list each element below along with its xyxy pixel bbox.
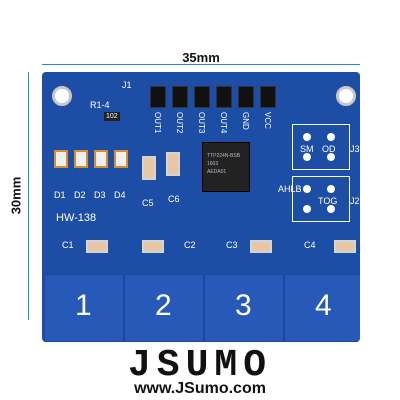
capacitor-c6 (166, 152, 180, 176)
jumper-j3-pad (327, 153, 335, 161)
width-dimension: 35mm (42, 50, 360, 70)
touch-pad-1: 1 (44, 274, 124, 342)
header-pin-1 (150, 86, 166, 108)
jumper-j2-ref: J2 (350, 196, 360, 206)
jumper-j3-label-sm: SM (300, 144, 314, 154)
capacitor-c5 (142, 156, 156, 180)
pin-label-out3: OUT3 (197, 112, 206, 134)
touch-pad-2-number: 2 (155, 289, 172, 322)
model-label: HW-138 (56, 212, 97, 224)
jumper-j3-label-od: OD (322, 144, 336, 154)
led-label-d3: D3 (94, 190, 106, 200)
mounting-hole-top-left (52, 86, 72, 106)
touch-pad-3-number: 3 (235, 289, 252, 322)
chip-marking-line3: AEDA01 (207, 169, 227, 175)
pin-label-out2: OUT2 (175, 112, 184, 134)
jumper-j3-pad (303, 133, 311, 141)
jumper-j3-ref: J3 (350, 144, 360, 154)
header-pin-6 (260, 86, 276, 108)
header-pin-2 (172, 86, 188, 108)
jumper-j2-pad (303, 185, 311, 193)
led-label-d2: D2 (74, 190, 86, 200)
chip-marking-line2: 1603 (207, 161, 219, 167)
cap-label-c5: C5 (142, 198, 154, 208)
header-ref-label: J1 (122, 80, 132, 90)
header-pin-3 (194, 86, 210, 108)
touch-pad-3: 3 (204, 274, 284, 342)
led-label-d4: D4 (114, 190, 126, 200)
mounting-hole-top-right (336, 86, 356, 106)
led-label-d1: D1 (54, 190, 66, 200)
capacitor-c2 (142, 240, 164, 253)
header-pin-4 (216, 86, 232, 108)
jumper-block-j3 (292, 124, 350, 170)
jumper-j2-label-ahlb: AHLB (278, 184, 302, 194)
led-d3 (94, 150, 108, 168)
cap-label-c3: C3 (226, 240, 238, 250)
touch-pad-4: 4 (284, 274, 360, 342)
height-dimension-label: 30mm (8, 176, 24, 215)
height-dimension: 30mm (8, 72, 38, 320)
chip-marking-line1: TTP224N-BSB (207, 153, 241, 159)
pin-label-vcc: VCC (263, 112, 272, 129)
jumper-j3-pad (303, 153, 311, 161)
capacitor-c1 (86, 240, 108, 253)
cap-label-c1: C1 (62, 240, 74, 250)
jumper-j2-pad (327, 205, 335, 213)
resistor-array: 102 (104, 112, 120, 121)
touch-controller-chip: TTP224N-BSB 1603 AEDA01 (202, 142, 250, 192)
width-dimension-line (42, 64, 360, 65)
led-d4 (114, 150, 128, 168)
width-dimension-label: 35mm (182, 50, 220, 65)
touch-pad-4-number: 4 (315, 289, 332, 322)
pin-label-gnd: GND (241, 112, 250, 130)
cap-label-c6: C6 (168, 194, 180, 204)
brand-logo: JSUMO (127, 344, 273, 387)
jumper-block-j2 (292, 176, 350, 222)
cap-label-c2: C2 (184, 240, 196, 250)
touch-pad-1-number: 1 (75, 289, 92, 322)
jumper-j2-pad (327, 185, 335, 193)
resistor-label: R1-4 (90, 100, 110, 110)
pin-label-out1: OUT1 (153, 112, 162, 134)
capacitor-c4 (334, 240, 356, 253)
height-dimension-line (28, 72, 29, 320)
led-d1 (54, 150, 68, 168)
jumper-j3-pad (327, 133, 335, 141)
cap-label-c4: C4 (304, 240, 316, 250)
brand-url: www.JSumo.com (134, 380, 266, 397)
jumper-j2-label-tog: TOG (318, 196, 338, 206)
led-d2 (74, 150, 88, 168)
touch-sensor-board: J1 OUT1 OUT2 OUT3 OUT4 GND VCC R1-4 102 … (42, 72, 360, 342)
jumper-j2-pad (303, 205, 311, 213)
touch-pad-2: 2 (124, 274, 204, 342)
pin-label-out4: OUT4 (219, 112, 228, 134)
capacitor-c3 (250, 240, 272, 253)
header-pin-5 (238, 86, 254, 108)
